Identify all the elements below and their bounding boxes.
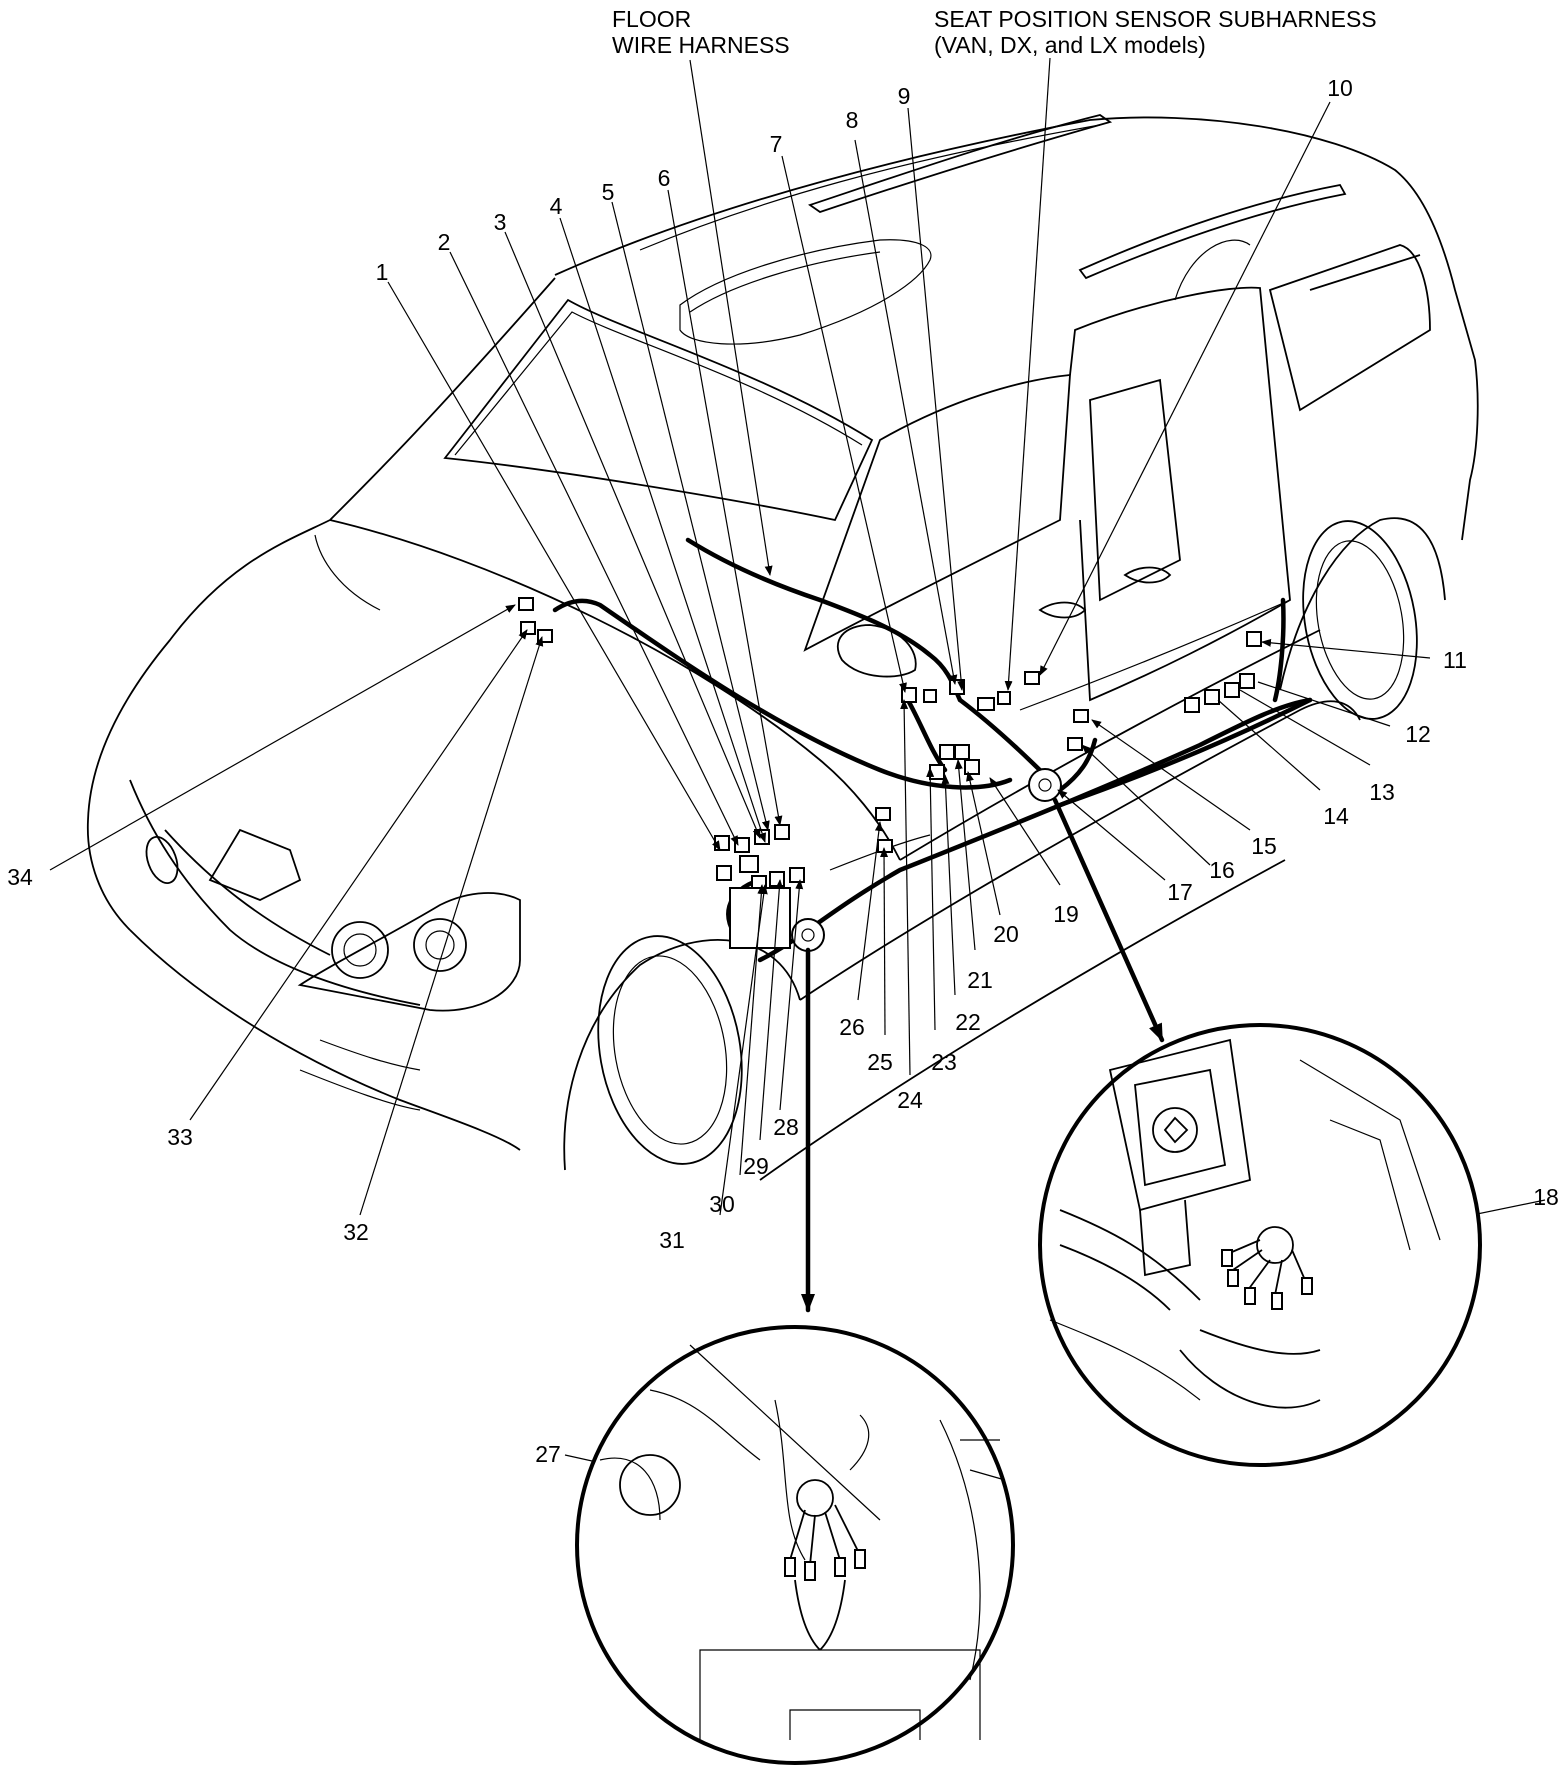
minivan-outline-icon (86, 114, 1479, 1181)
callout-22: 22 (955, 1009, 981, 1035)
floor-harness-title: FLOOR WIRE HARNESS (612, 6, 790, 58)
callout-25: 25 (867, 1049, 893, 1075)
floor-harness-title-line2: WIRE HARNESS (612, 32, 790, 58)
callout-16: 16 (1209, 857, 1235, 883)
callout-6: 6 (658, 165, 671, 191)
seat-sensor-title-line1: SEAT POSITION SENSOR SUBHARNESS (934, 6, 1377, 32)
floor-wire-harness (552, 537, 1313, 963)
floor-harness-title-line1: FLOOR (612, 6, 692, 32)
callout-leaders (49, 57, 1546, 1507)
callout-numbers: 1 2 3 4 5 6 7 8 9 10 11 12 13 14 15 16 1… (7, 75, 1559, 1467)
callout-7: 7 (770, 131, 783, 157)
callout-27: 27 (535, 1441, 561, 1467)
seat-sensor-title-line2: (VAN, DX, and LX models) (934, 32, 1206, 58)
callout-21: 21 (967, 967, 993, 993)
callout-31: 31 (659, 1227, 685, 1253)
callout-4: 4 (550, 193, 563, 219)
seat-sensor-title: SEAT POSITION SENSOR SUBHARNESS (VAN, DX… (934, 6, 1377, 58)
callout-23: 23 (931, 1049, 957, 1075)
callout-2: 2 (438, 229, 451, 255)
callout-30: 30 (709, 1191, 735, 1217)
detail-front-circle (575, 1325, 1015, 1765)
callout-10: 10 (1327, 75, 1353, 101)
callout-9: 9 (898, 83, 911, 109)
callout-32: 32 (343, 1219, 369, 1245)
callout-28: 28 (773, 1114, 799, 1140)
callout-26: 26 (839, 1014, 865, 1040)
callout-1: 1 (376, 259, 389, 285)
callout-19: 19 (1053, 901, 1079, 927)
callout-11: 11 (1443, 647, 1467, 673)
callout-8: 8 (846, 107, 859, 133)
callout-34: 34 (7, 864, 33, 890)
callout-20: 20 (993, 921, 1019, 947)
detail-rear-circle (1038, 1023, 1482, 1467)
callout-33: 33 (167, 1124, 193, 1150)
callout-29: 29 (743, 1153, 769, 1179)
callout-17: 17 (1167, 879, 1193, 905)
callout-15: 15 (1251, 833, 1277, 859)
callout-5: 5 (602, 179, 615, 205)
callout-13: 13 (1369, 779, 1395, 805)
callout-24: 24 (897, 1087, 923, 1113)
callout-3: 3 (494, 209, 507, 235)
callout-18: 18 (1533, 1184, 1559, 1210)
callout-12: 12 (1405, 721, 1431, 747)
callout-14: 14 (1323, 803, 1349, 829)
